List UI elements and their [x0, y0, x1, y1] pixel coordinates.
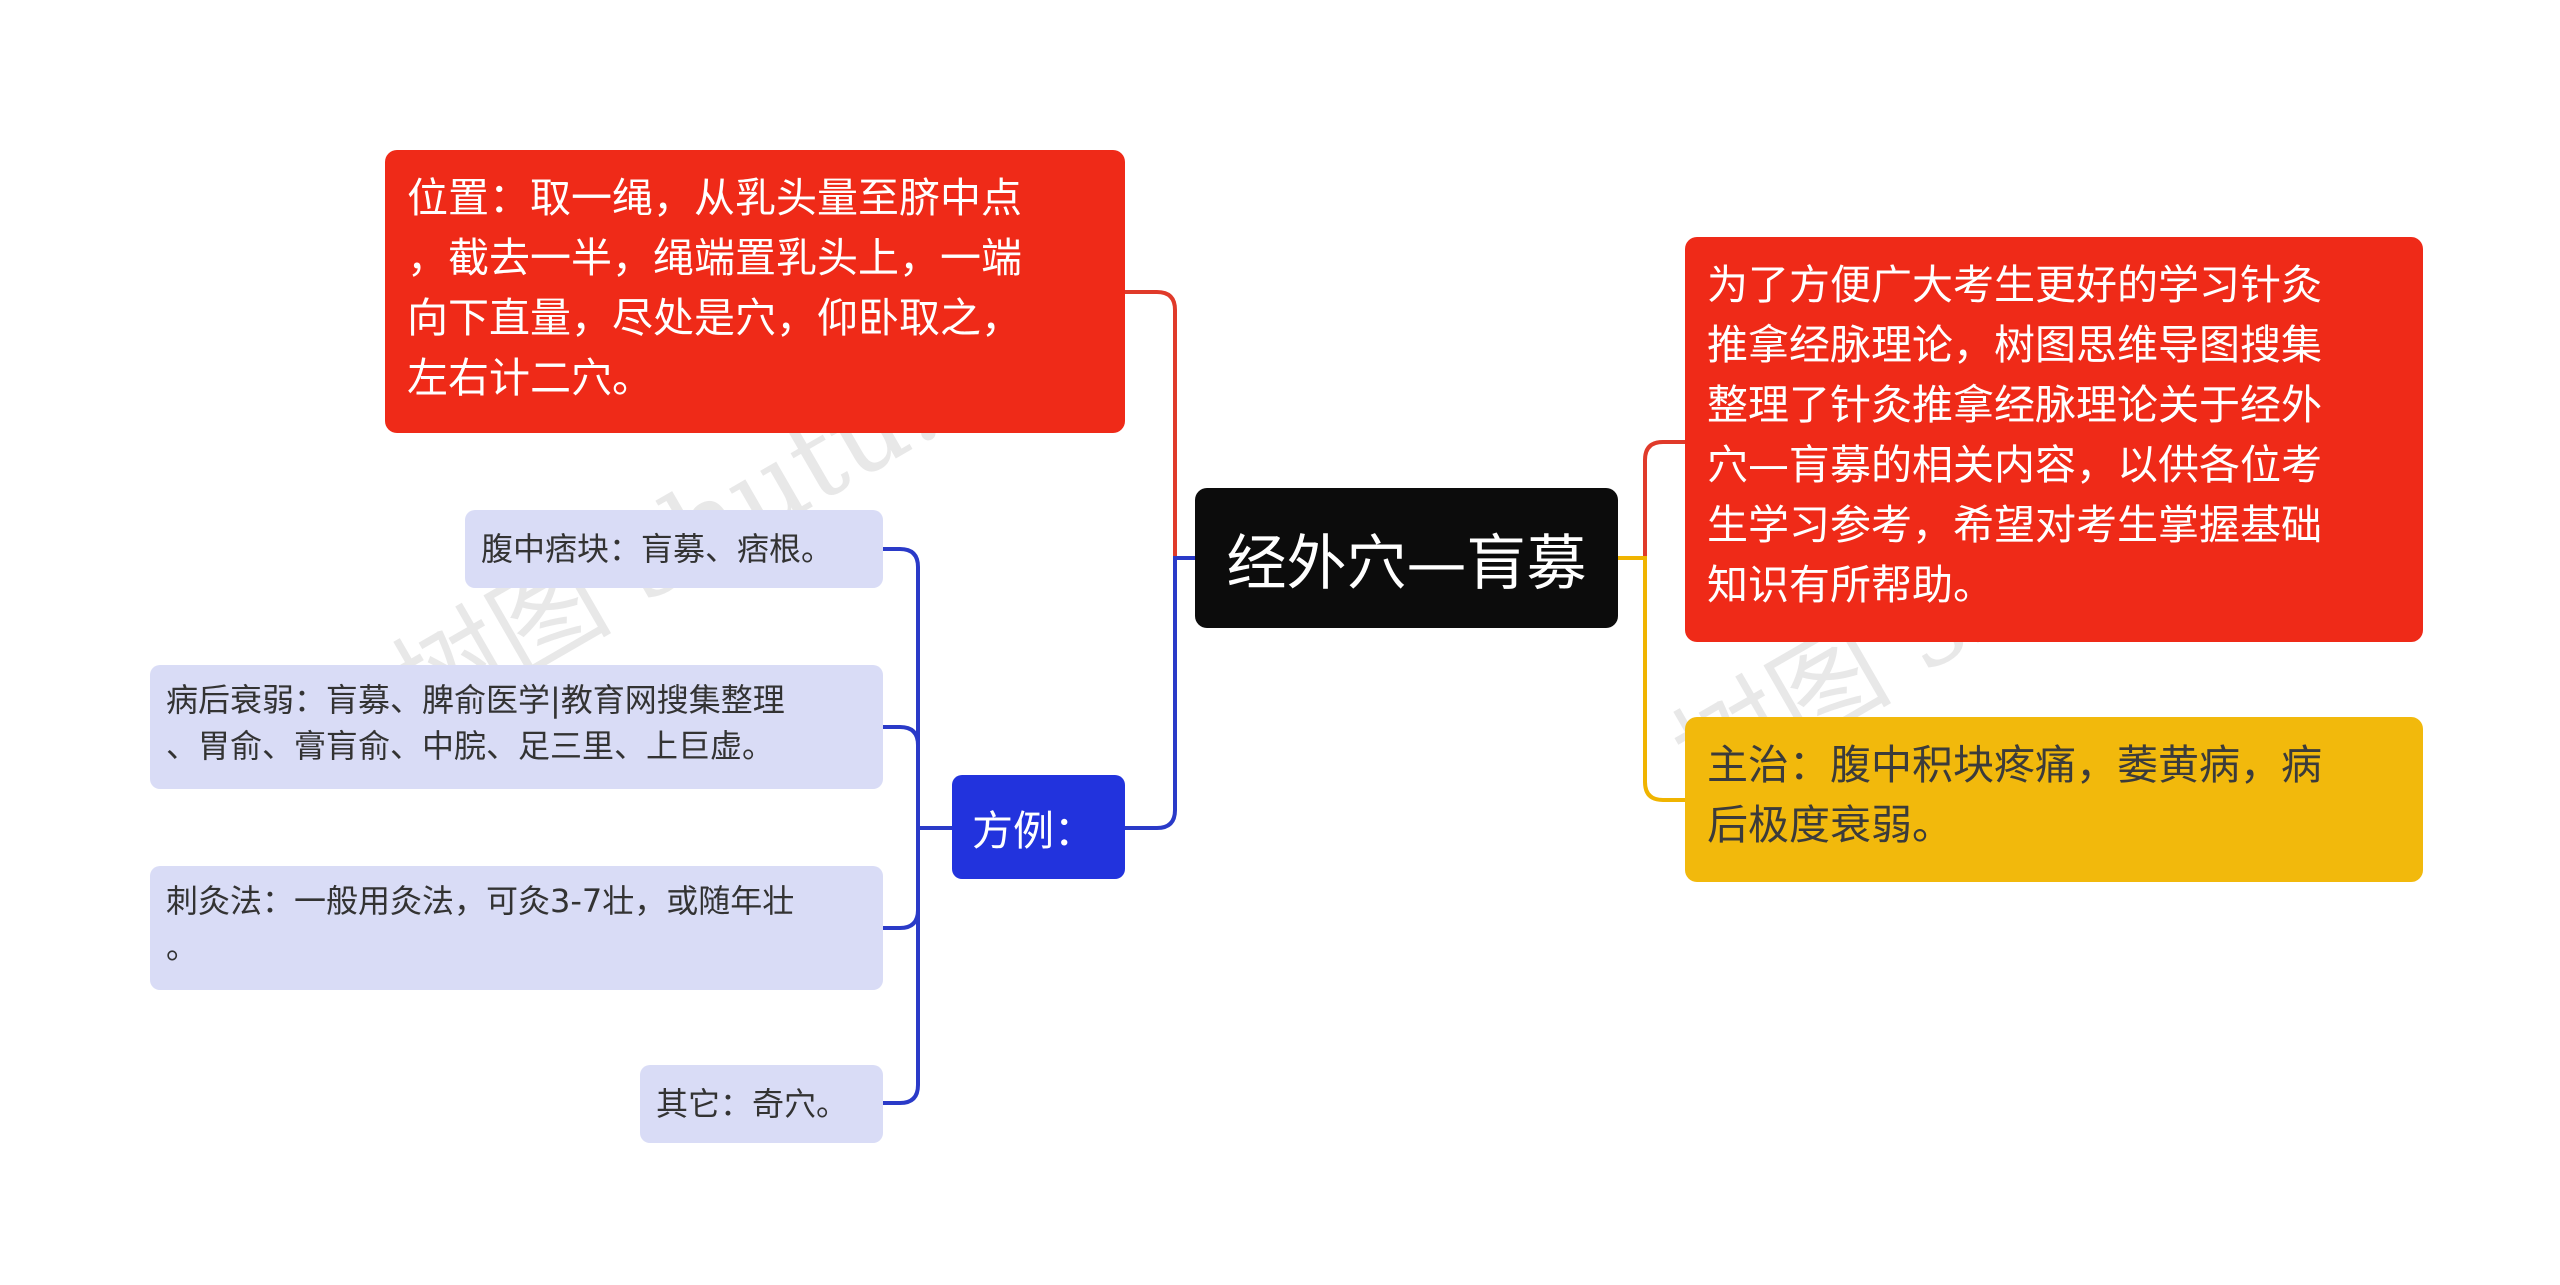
prescription-item-2[interactable]: 病后衰弱：肓募、脾俞医学|教育网搜集整理 、胃俞、膏肓俞、中脘、足三里、上巨虚。	[150, 665, 883, 789]
connector-root-intro	[1618, 440, 1685, 560]
root-label: 经外穴—肓募	[1226, 528, 1587, 599]
location-text: 位置：取一绳，从乳头量至脐中点 ，截去一半，绳端置乳头上，一端 向下直量，尽处是…	[407, 174, 1022, 402]
location-node[interactable]: 位置：取一绳，从乳头量至脐中点 ，截去一半，绳端置乳头上，一端 向下直量，尽处是…	[385, 150, 1125, 433]
connector-prescription-item-3	[883, 828, 920, 930]
prescription-item-1[interactable]: 腹中痞块：肓募、痞根。	[465, 510, 883, 588]
prescription-item-text: 腹中痞块：肓募、痞根。	[481, 530, 834, 568]
intro-text: 为了方便广大考生更好的学习针灸 推拿经脉理论，树图思维导图搜集 整理了针灸推拿经…	[1707, 261, 2322, 609]
connector-root-indication	[1618, 556, 1685, 802]
connector-prescription-item-1	[883, 547, 952, 830]
prescription-node[interactable]: 方例：	[952, 775, 1125, 879]
connector-prescription-item-4	[883, 828, 920, 1105]
connector-prescription-item-2	[883, 725, 920, 828]
prescription-label: 方例：	[972, 807, 1095, 855]
indication-text: 主治：腹中积块疼痛，萎黄病，病 后极度衰弱。	[1707, 741, 2322, 849]
prescription-item-text: 刺灸法：一般用灸法，可灸3-7壮，或随年壮 。	[166, 882, 795, 966]
intro-node[interactable]: 为了方便广大考生更好的学习针灸 推拿经脉理论，树图思维导图搜集 整理了针灸推拿经…	[1685, 237, 2423, 642]
indication-node[interactable]: 主治：腹中积块疼痛，萎黄病，病 后极度衰弱。	[1685, 717, 2423, 882]
prescription-item-text: 病后衰弱：肓募、脾俞医学|教育网搜集整理 、胃俞、膏肓俞、中脘、足三里、上巨虚。	[166, 681, 785, 765]
root-node[interactable]: 经外穴—肓募	[1195, 488, 1618, 628]
connector-root-prescription	[1125, 556, 1195, 830]
prescription-item-4[interactable]: 其它：奇穴。	[640, 1065, 883, 1143]
prescription-item-3[interactable]: 刺灸法：一般用灸法，可灸3-7壮，或随年壮 。	[150, 866, 883, 990]
prescription-item-text: 其它：奇穴。	[656, 1085, 849, 1123]
connector-root-location	[1125, 290, 1195, 560]
